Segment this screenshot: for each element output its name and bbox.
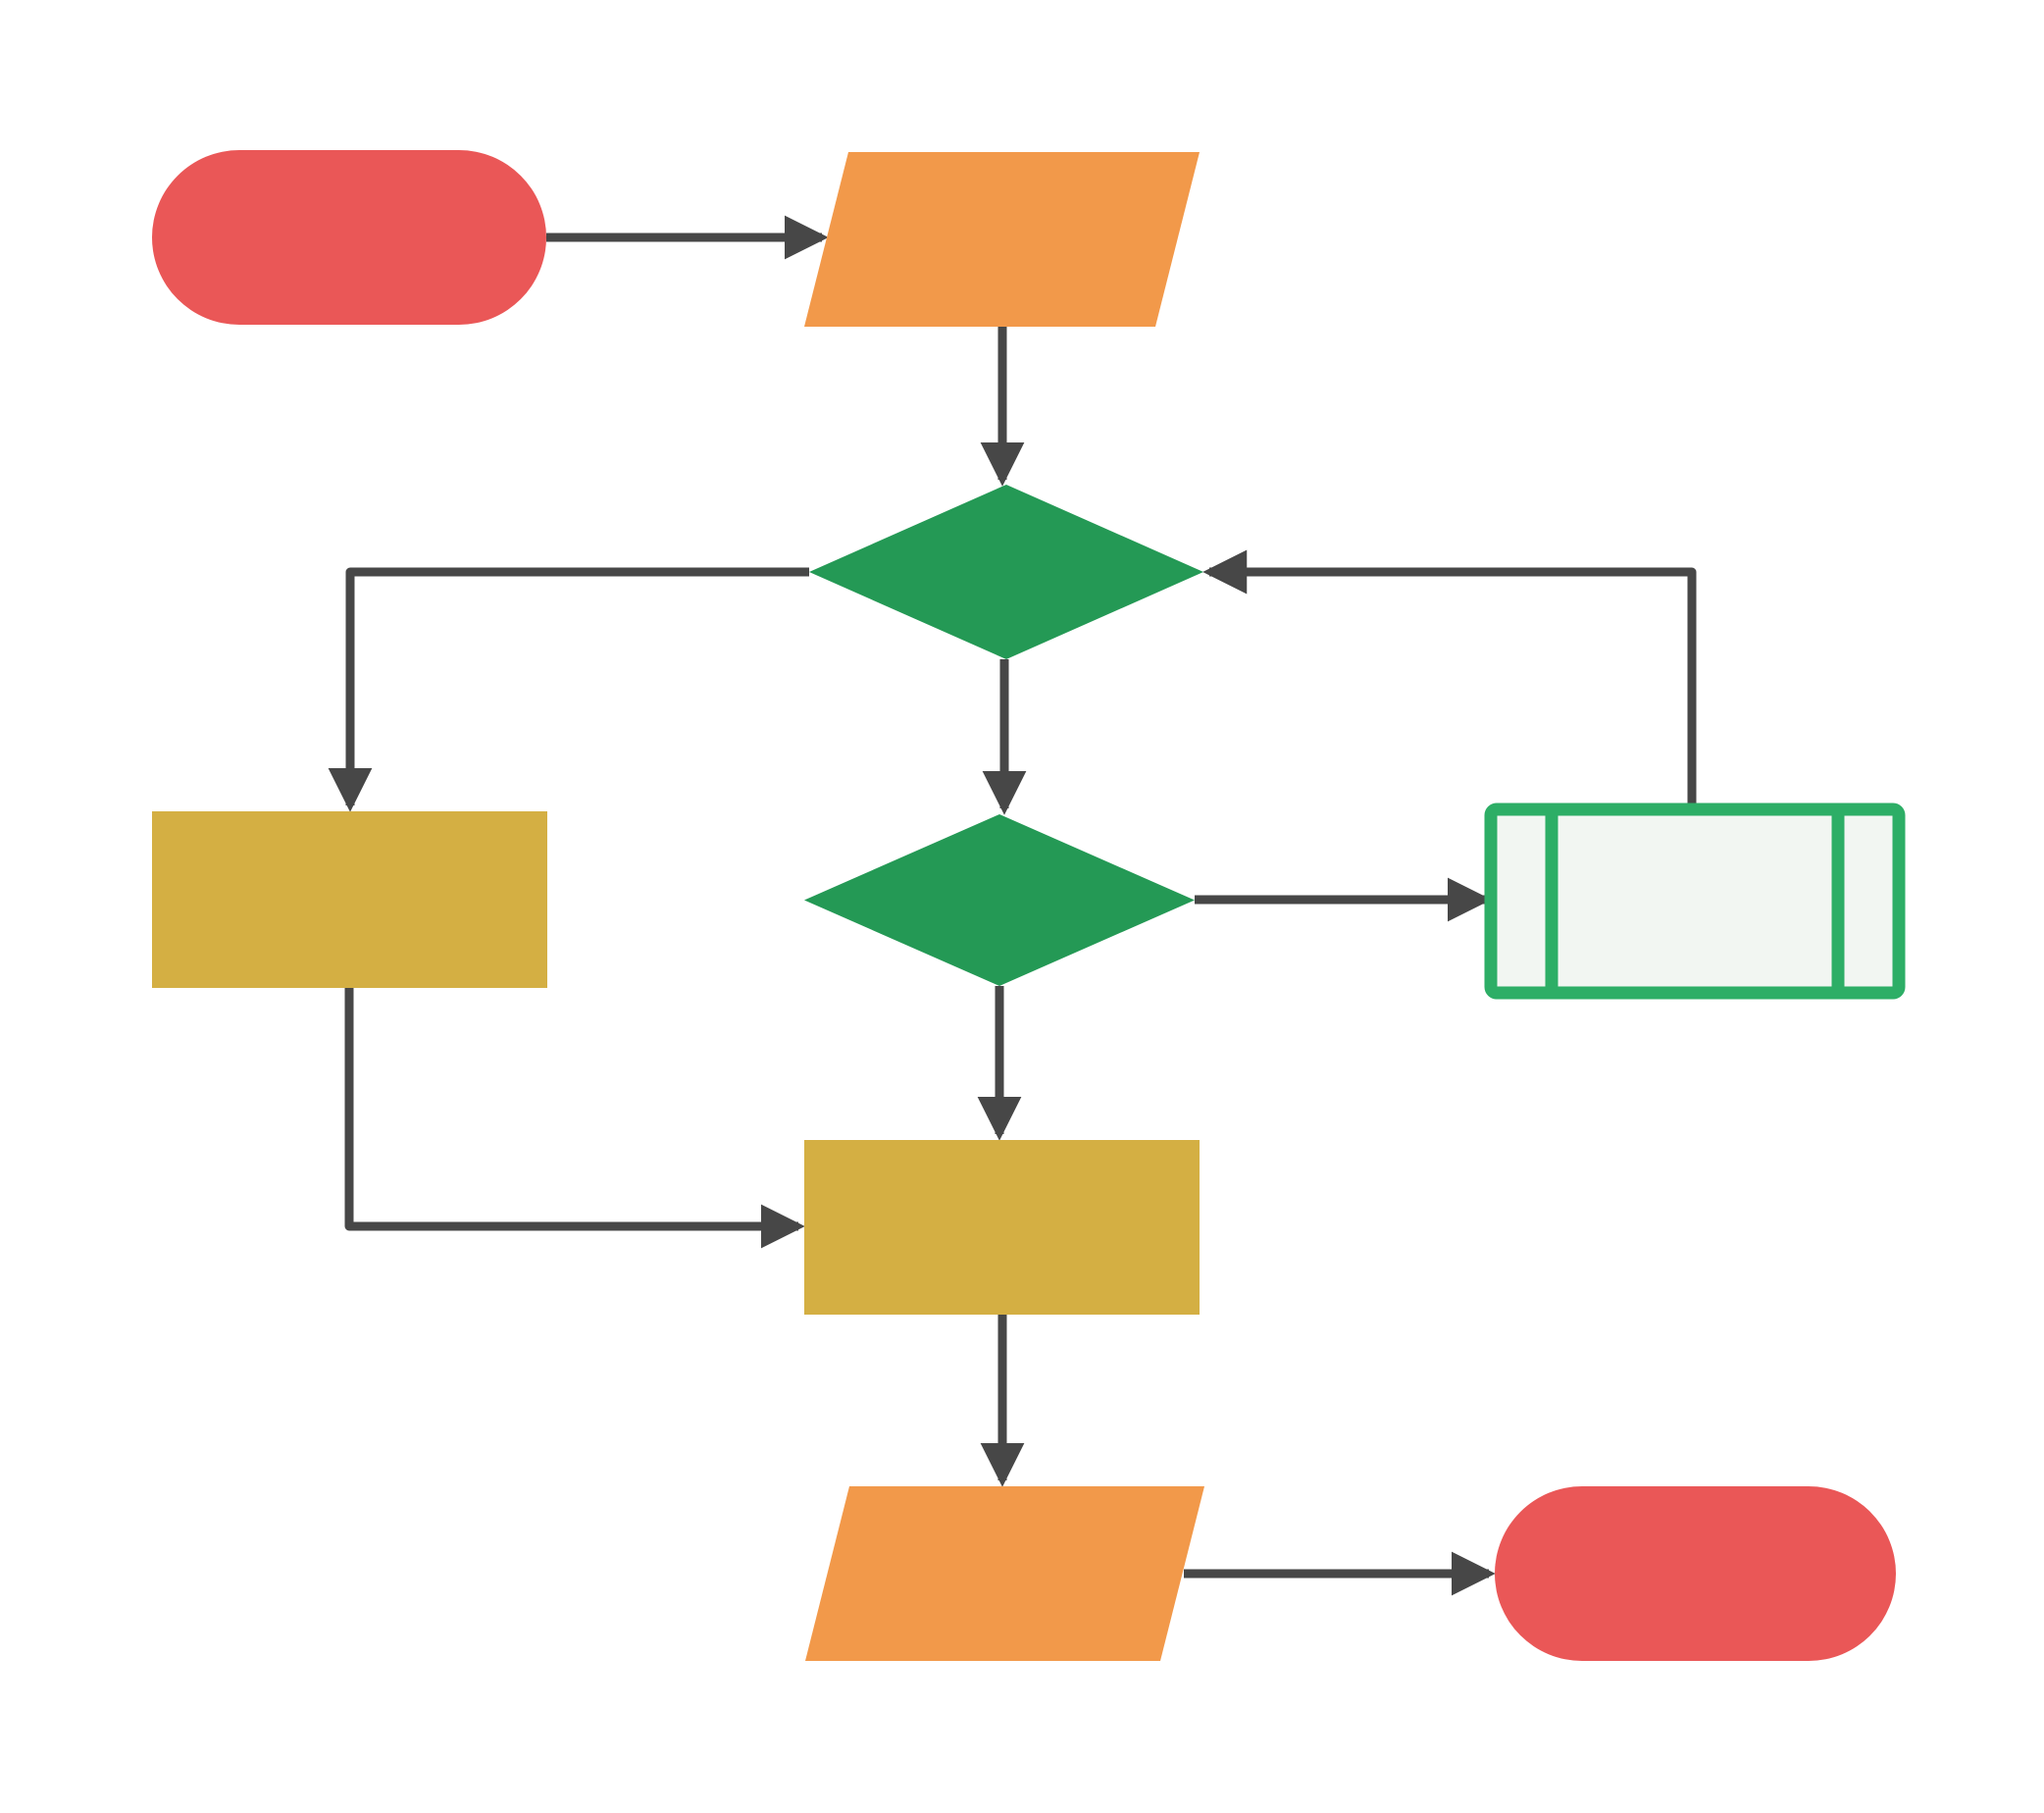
predefined-process-body (1484, 803, 1906, 1000)
start-terminator-node (152, 150, 546, 325)
input-parallelogram-node (804, 152, 1200, 327)
node-layer (152, 150, 1906, 1661)
output-parallelogram-node (805, 1486, 1204, 1661)
decision-top-node (809, 485, 1203, 659)
decision-middle-node (804, 814, 1195, 986)
end-terminator-node (1495, 1486, 1896, 1661)
edge-layer (328, 215, 1697, 1596)
predefined-process-node (1484, 803, 1906, 1000)
edge-process-left-to-process-ctr (344, 988, 805, 1249)
edge-decision-top-to-process-left (328, 567, 809, 812)
process-left-node (152, 811, 547, 988)
process-center-node (804, 1140, 1200, 1315)
edge-predefined-to-decision-top (1202, 549, 1697, 809)
